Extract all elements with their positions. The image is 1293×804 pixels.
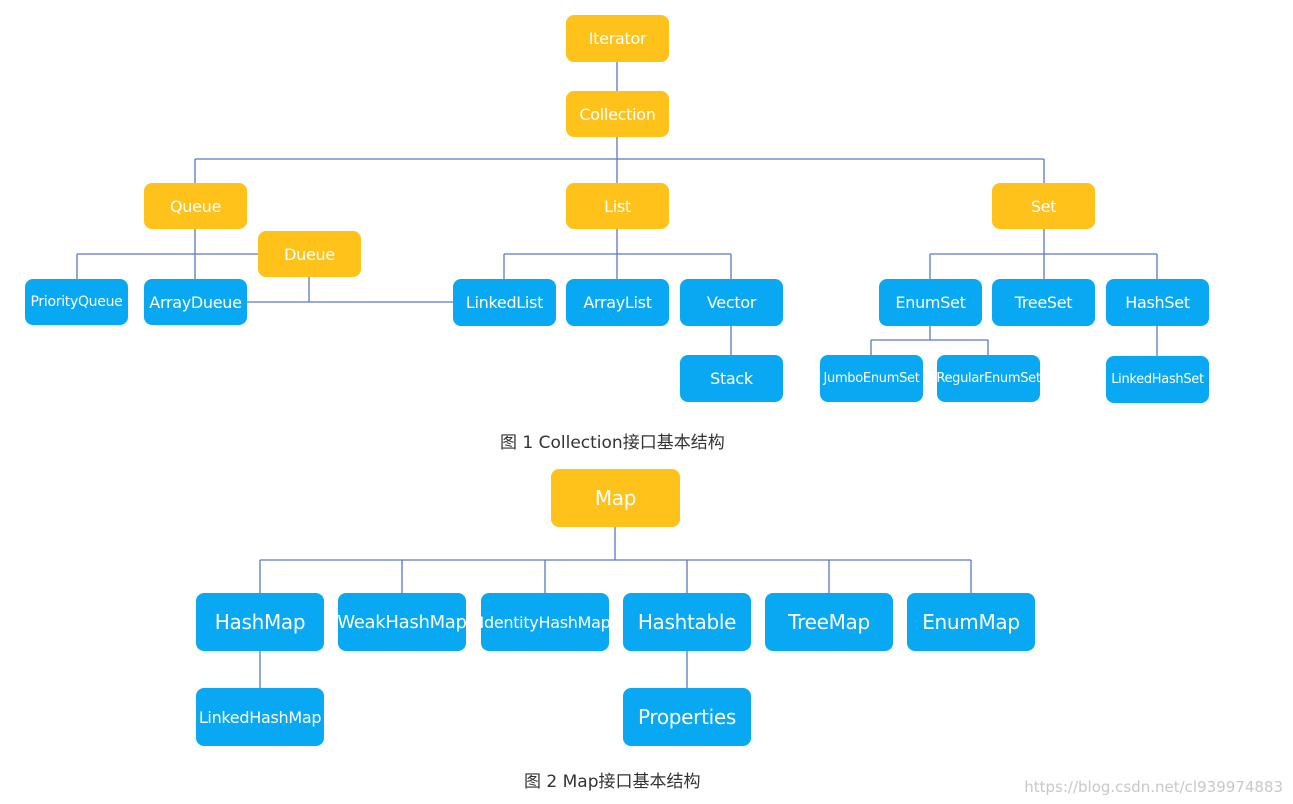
node-set: Set [992,183,1095,229]
node-jumboenumset: JumboEnumSet [820,355,923,402]
figure1-caption: 图 1 Collection接口基本结构 [500,433,725,453]
node-linkedlist: LinkedList [453,279,556,326]
node-queue: Queue [144,183,247,229]
node-arraylist: ArrayList [566,279,669,326]
node-properties: Properties [623,688,751,746]
node-iterator: Iterator [566,15,669,62]
node-arraydueue: ArrayDueue [144,279,247,325]
node-vector: Vector [680,279,783,326]
node-enummap: EnumMap [907,593,1035,651]
node-treeset: TreeSet [992,279,1095,326]
node-dueue: Dueue [258,231,361,277]
node-enumset: EnumSet [879,279,982,326]
node-hashtable: Hashtable [623,593,751,651]
node-list: List [566,183,669,229]
node-regularenumset: RegularEnumSet [937,355,1040,402]
node-collection: Collection [566,91,669,137]
figure2-caption: 图 2 Map接口基本结构 [524,772,701,792]
node-identityhashmap: IdentityHashMap [481,593,609,651]
node-hashset: HashSet [1106,279,1209,326]
node-treemap: TreeMap [765,593,893,651]
node-weakhashmap: WeakHashMap [338,593,466,651]
node-linkedhashset: LinkedHashSet [1106,356,1209,403]
node-map: Map [551,469,680,527]
node-priorityqueue: PriorityQueue [25,279,128,325]
node-stack: Stack [680,355,783,402]
node-hashmap: HashMap [196,593,324,651]
node-linkedhashmap: LinkedHashMap [196,688,324,746]
watermark-url: https://blog.csdn.net/cl939974883 [1024,778,1283,796]
